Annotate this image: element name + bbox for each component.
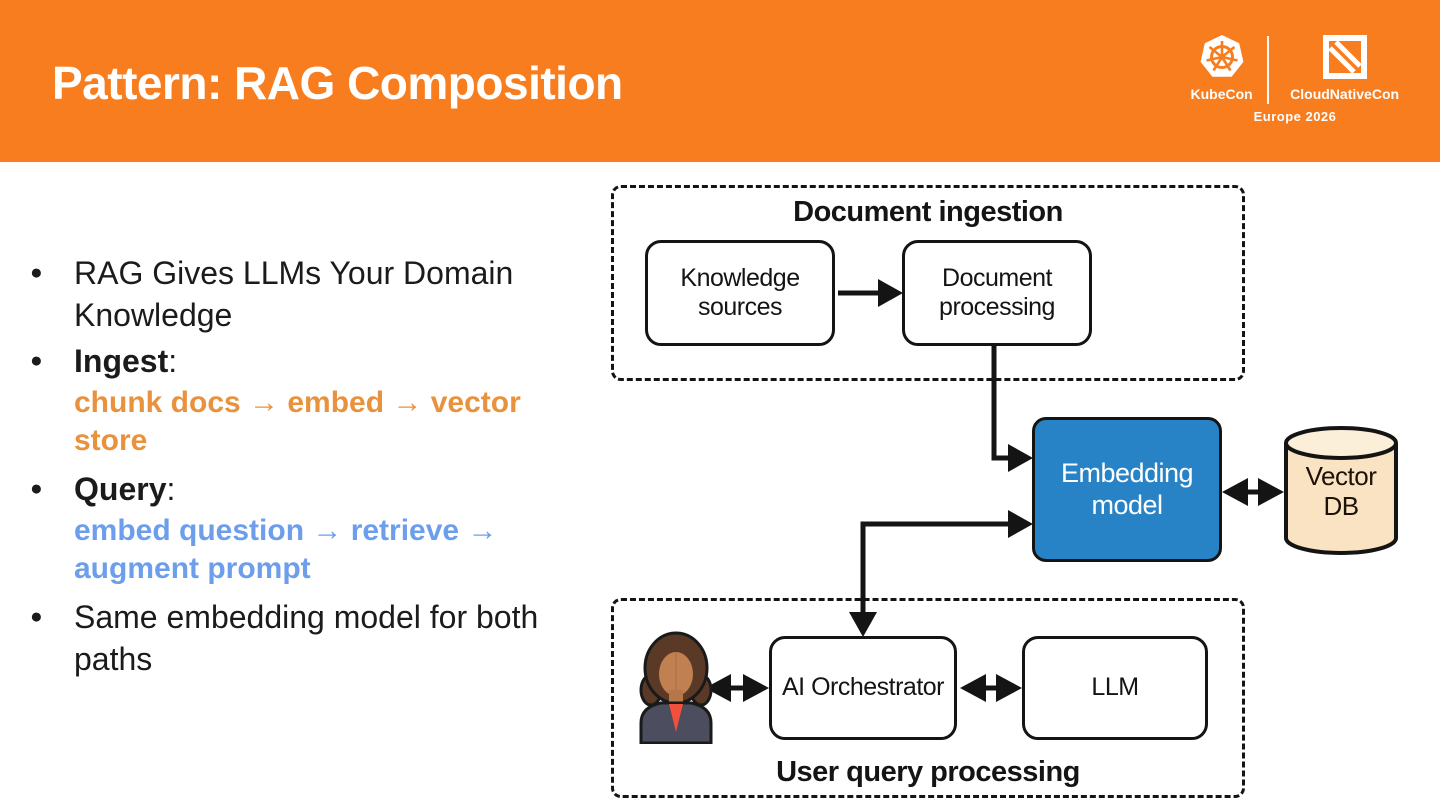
event-label: Europe 2026	[1253, 109, 1337, 124]
ingest-colon: :	[168, 343, 178, 379]
bullet-same-model: Same embedding model for both paths	[74, 599, 539, 677]
document-processing-node: Document processing	[902, 240, 1092, 346]
ingest-flow-text: chunk docs → embed → vector store	[74, 386, 521, 457]
ingest-label: Ingest	[74, 343, 169, 379]
cloudnativecon-label: CloudNativeCon	[1290, 86, 1400, 102]
conference-logos: KubeCon CloudNativeCon Europe 2026	[1180, 34, 1410, 124]
cloudnativecon-icon	[1322, 35, 1367, 79]
cloudnativecon-logo: CloudNativeCon	[1279, 34, 1410, 102]
header-banner: Pattern: RAG Composition	[0, 0, 1440, 162]
vector-db-label: Vector DB	[1305, 461, 1377, 521]
bullet-list: ● RAG Gives LLMs Your Domain Knowledge ●…	[26, 252, 586, 684]
query-colon: :	[166, 471, 176, 507]
bullet-glyph: ●	[30, 261, 43, 284]
kubecon-logo: KubeCon	[1180, 34, 1263, 102]
ai-orchestrator-node: AI Orchestrator	[769, 636, 957, 740]
list-item: ● Same embedding model for both paths	[26, 596, 586, 680]
document-ingestion-group: Document ingestion	[611, 185, 1245, 381]
knowledge-sources-node: Knowledge sources	[645, 240, 835, 346]
embedding-model-node: Embedding model	[1032, 417, 1222, 562]
list-item: ● Ingest: chunk docs → embed → vector st…	[26, 340, 586, 464]
logo-divider	[1267, 36, 1270, 104]
query-label: Query	[74, 471, 167, 507]
bullet-rag-overview: RAG Gives LLMs Your Domain Knowledge	[74, 255, 514, 333]
list-item: ● Query: embed question → retrieve → aug…	[26, 468, 586, 592]
bullet-ingest: Ingest: chunk docs → embed → vector stor…	[74, 340, 564, 464]
document-ingestion-label: Document ingestion	[793, 196, 1063, 228]
page-title: Pattern: RAG Composition	[52, 57, 623, 109]
bullet-glyph: ●	[30, 605, 43, 628]
user-query-processing-label: User query processing	[776, 756, 1080, 788]
kubecon-label: KubeCon	[1190, 86, 1253, 102]
bullet-glyph: ●	[30, 477, 43, 500]
bullet-query: Query: embed question → retrieve → augme…	[74, 468, 564, 592]
kubecon-helm-icon	[1200, 35, 1244, 77]
user-person-icon	[639, 631, 713, 744]
query-flow-text: embed question → retrieve → augment prom…	[74, 514, 498, 585]
bullet-glyph: ●	[30, 349, 43, 372]
llm-node: LLM	[1022, 636, 1208, 740]
list-item: ● RAG Gives LLMs Your Domain Knowledge	[26, 252, 586, 336]
